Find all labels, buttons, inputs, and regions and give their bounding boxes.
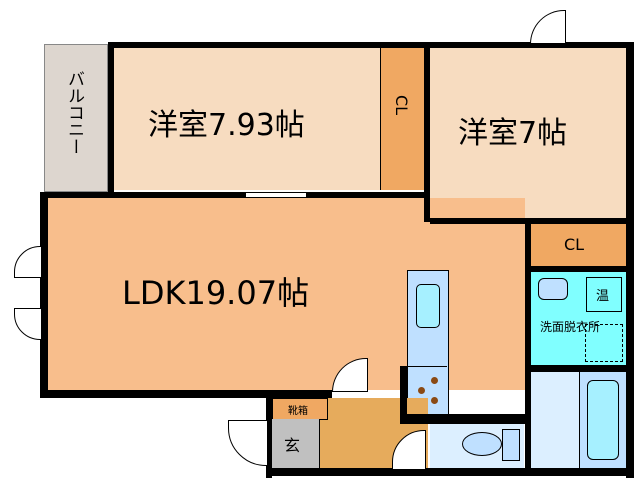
ldk-label: LDK19.07帖 <box>122 274 310 312</box>
wall <box>40 390 332 398</box>
water-heater-label: 温 <box>596 289 610 304</box>
room1-sliding-door[interactable] <box>245 192 307 198</box>
front-door[interactable] <box>228 420 268 466</box>
closet-2-label: CL <box>564 235 585 254</box>
water-heater <box>586 277 622 312</box>
balcony-label: バルコニー <box>64 70 84 155</box>
wall <box>266 390 272 478</box>
entrance <box>272 419 320 468</box>
toilet-icon <box>462 432 502 456</box>
western-room-2-label: 洋室7帖 <box>458 116 568 151</box>
balcony <box>44 44 108 192</box>
wall <box>525 365 630 372</box>
toilet-tank <box>502 429 520 461</box>
burner-icon <box>431 397 438 404</box>
closet-1-label: CL <box>392 95 411 116</box>
entrance-label: 玄 <box>284 436 301 455</box>
closet-2 <box>531 224 626 266</box>
wall <box>400 366 407 424</box>
stove-icon <box>407 366 447 367</box>
burner-icon <box>418 387 425 394</box>
sink-icon <box>416 284 440 328</box>
shoe-box-label: 靴箱 <box>288 406 308 417</box>
wall <box>626 42 634 478</box>
bathtub-inner <box>587 380 619 460</box>
wall <box>400 414 531 424</box>
western-room-1 <box>114 48 380 190</box>
washbasin-icon <box>538 278 568 300</box>
western-room-2 <box>430 48 626 218</box>
wall <box>424 42 430 222</box>
wall <box>108 42 430 48</box>
burner-icon <box>431 377 438 384</box>
wall <box>266 468 634 476</box>
wall <box>525 266 630 272</box>
wall <box>108 42 114 196</box>
wall <box>525 218 531 468</box>
balcony-door-left[interactable] <box>14 246 42 278</box>
room2-door[interactable] <box>530 10 566 44</box>
wall <box>40 192 430 198</box>
balcony-door-right[interactable] <box>14 308 42 340</box>
closet-1 <box>380 48 425 190</box>
washing-machine-space <box>585 324 623 362</box>
western-room-1-label: 洋室7.93帖 <box>148 108 305 143</box>
wall <box>424 42 634 48</box>
wall <box>40 192 48 396</box>
